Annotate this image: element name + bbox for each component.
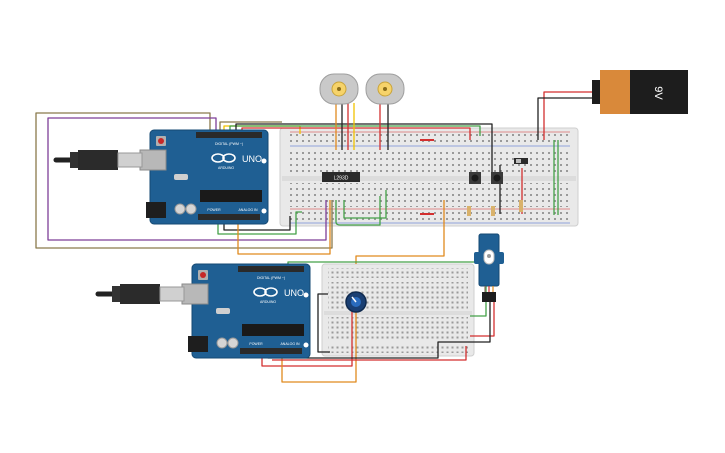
dc-motor-right[interactable] xyxy=(365,73,405,105)
power-jack xyxy=(188,336,208,352)
motor-driver-chip[interactable]: L293D xyxy=(322,172,360,182)
usb-port xyxy=(181,283,209,305)
battery-9v[interactable]: 9V xyxy=(592,70,688,114)
power-header[interactable] xyxy=(240,348,302,354)
microcontroller-chip xyxy=(242,324,304,336)
power-jack xyxy=(146,202,166,218)
crystal xyxy=(174,174,188,180)
push-button-2[interactable] xyxy=(491,172,503,184)
usb-port xyxy=(139,149,167,171)
crystal xyxy=(216,308,230,314)
analog-header-label: ANALOG IN xyxy=(280,342,300,346)
push-button-1[interactable] xyxy=(469,172,481,184)
analog-header-label: ANALOG IN xyxy=(238,208,258,212)
breadboard-large[interactable] xyxy=(279,127,579,227)
board-brand-label: ARDUINO xyxy=(260,300,276,304)
jumper-red-bottom xyxy=(420,213,434,215)
jumper-red xyxy=(420,139,434,141)
potentiometer[interactable] xyxy=(345,291,367,313)
digital-header[interactable] xyxy=(196,132,262,138)
board-model-label: UNO xyxy=(242,154,262,164)
battery-label: 9V xyxy=(652,86,664,100)
usb-cable-1 xyxy=(53,150,143,170)
resistor-3 xyxy=(519,200,523,212)
breadboard-small[interactable] xyxy=(321,263,475,357)
chip-label: L293D xyxy=(334,176,349,182)
arduino-logo-icon xyxy=(253,287,278,297)
microcontroller-chip xyxy=(200,190,262,202)
board-brand-label: ARDUINO xyxy=(218,166,234,170)
digital-header[interactable] xyxy=(238,266,304,272)
power-header-label: POWER xyxy=(249,342,263,346)
slide-switch[interactable] xyxy=(514,158,528,164)
usb-cable-2 xyxy=(95,284,185,304)
wires xyxy=(35,91,594,383)
arduino-logo-icon xyxy=(211,153,236,163)
servo-motor[interactable] xyxy=(474,233,504,302)
servo-connector xyxy=(482,292,496,302)
arduino-board-1[interactable]: DIGITAL (PWM ~) POWER ANALOG IN UNO ARDU… xyxy=(139,129,269,225)
power-header-label: POWER xyxy=(207,208,221,212)
arduino-board-2[interactable]: DIGITAL (PWM ~) POWER ANALOG IN UNO ARDU… xyxy=(181,263,311,359)
digital-header-label: DIGITAL (PWM ~) xyxy=(257,276,285,280)
dc-motor-left[interactable] xyxy=(319,73,359,105)
resistor-2 xyxy=(491,206,495,216)
digital-header-label: DIGITAL (PWM ~) xyxy=(215,142,243,146)
resistor-1 xyxy=(467,206,471,216)
board-model-label: UNO xyxy=(284,288,304,298)
power-header[interactable] xyxy=(198,214,260,220)
